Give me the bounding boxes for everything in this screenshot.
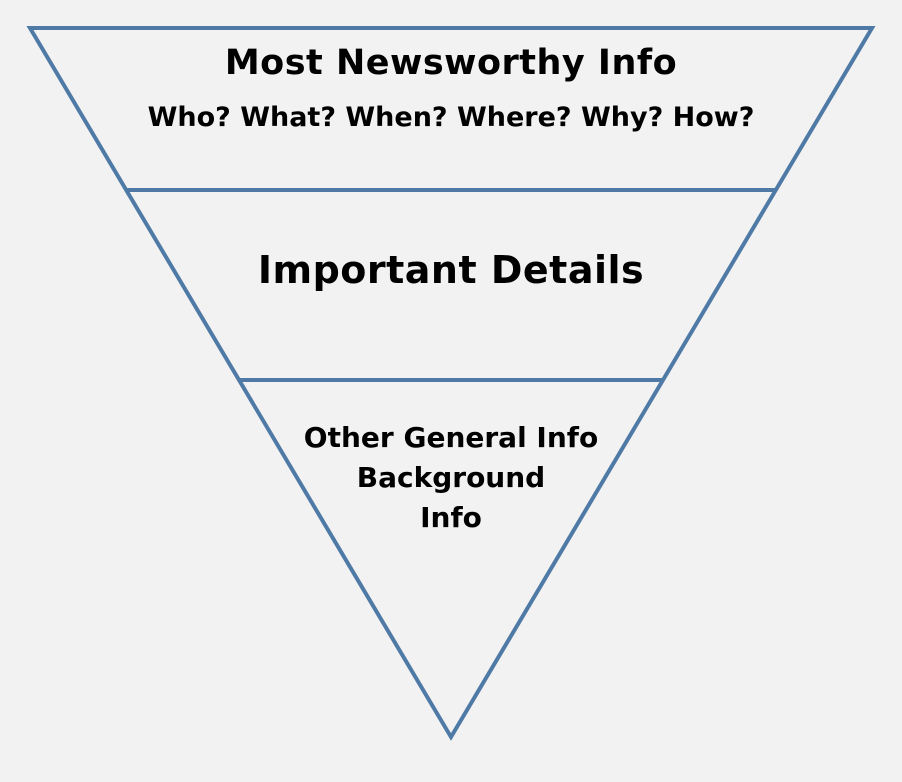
other-general-info-line: Other General Info [303, 421, 599, 454]
info-line: Info [420, 500, 482, 534]
background-line: Background [356, 460, 546, 494]
section-important-details: Important Details [0, 248, 902, 294]
five-w-questions-label: Who? What? When? Where? Why? How? [147, 102, 755, 133]
pyramid-outline [26, 26, 876, 741]
section-most-newsworthy: Most Newsworthy Info Who? What? When? Wh… [0, 42, 902, 134]
most-newsworthy-title: Most Newsworthy Info [224, 43, 678, 83]
important-details-title: Important Details [257, 248, 645, 292]
section-other-general-info: Other General Info Background Info [0, 418, 902, 537]
